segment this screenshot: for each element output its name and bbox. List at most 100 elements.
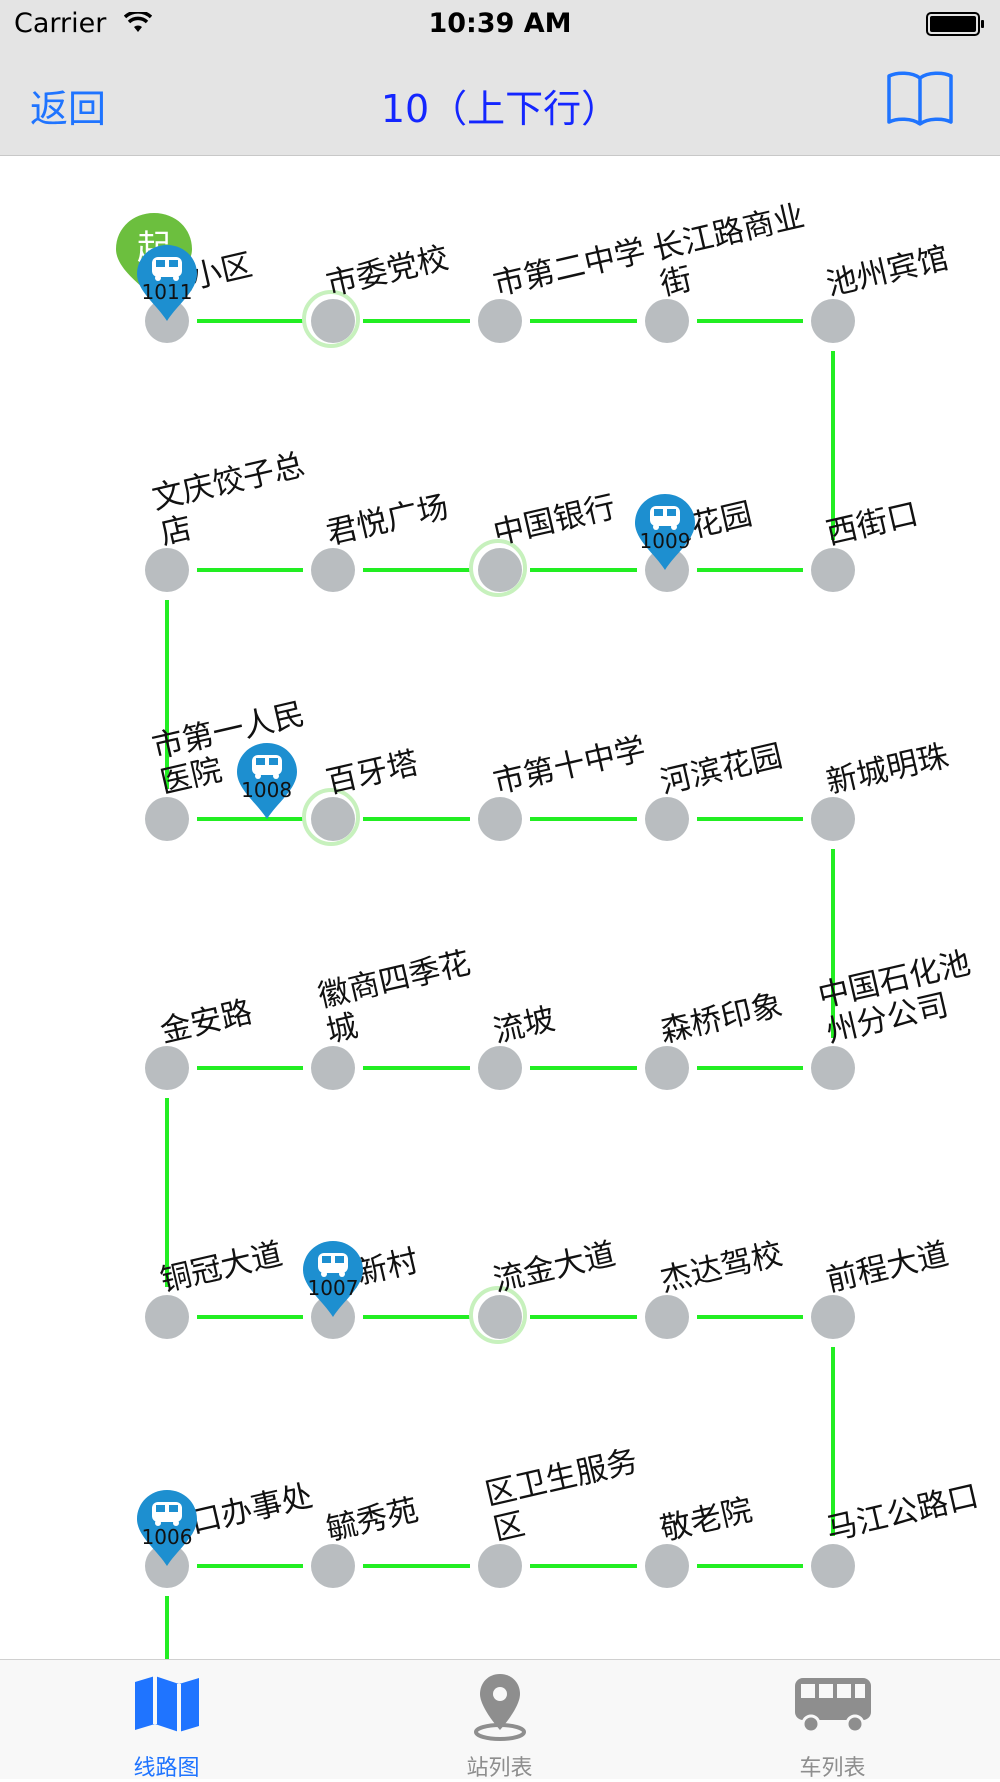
route-segment [165,1098,169,1287]
bus-number: 1006 [141,1525,193,1549]
station-label: 西街口 [822,496,922,552]
battery-icon [926,12,984,36]
bus-number: 1008 [241,778,293,802]
bus-pin-icon [303,1241,363,1317]
route-segment [197,817,303,821]
station-marker[interactable] [145,548,189,592]
station-label: 敬老院 [656,1492,756,1548]
bus-number: 1007 [307,1276,359,1300]
back-button[interactable]: 返回 [30,78,106,133]
station-label: 杰达驾校 [656,1236,786,1299]
tab-bus-list[interactable]: 车列表 [666,1660,999,1781]
station-marker[interactable] [645,1046,689,1090]
station-marker[interactable] [645,1295,689,1339]
route-segment [363,1315,470,1319]
station-marker[interactable] [311,1544,355,1588]
route-segment [197,568,303,572]
route-segment [530,1066,637,1070]
route-segment [697,319,803,323]
station-marker[interactable] [811,299,855,343]
station-label: 铜冠大道 [156,1236,286,1299]
bus-marker[interactable]: 1006 [135,1488,199,1568]
station-marker[interactable] [145,1046,189,1090]
station-marker[interactable] [645,1544,689,1588]
route-segment [363,1564,470,1568]
bus-number: 1009 [639,529,691,553]
station-marker[interactable] [302,788,360,846]
station-marker[interactable] [478,797,522,841]
station-marker[interactable] [811,548,855,592]
station-marker[interactable] [311,548,355,592]
route-segment [530,1564,637,1568]
route-segment [697,1564,803,1568]
station-marker[interactable] [478,1046,522,1090]
station-label: 百牙塔 [322,745,422,801]
tab-label: 线路图 [133,1756,200,1781]
station-marker[interactable] [311,1046,355,1090]
station-label: 新城明珠 [822,738,952,801]
station-label: 森桥印象 [656,987,786,1050]
tab-station-list[interactable]: 站列表 [333,1660,666,1781]
station-label: 中国银行 [489,489,619,552]
route-segment [831,1347,835,1536]
station-label: 流坡 [489,1000,559,1050]
station-marker[interactable] [145,797,189,841]
status-carrier: Carrier [14,8,107,39]
station-label: 中国石化池州分公司 [814,944,974,1050]
status-time: 10:39 AM [428,8,572,39]
station-label: 市第十中学 [489,731,650,801]
station-marker[interactable] [645,299,689,343]
route-segment [530,319,637,323]
route-segment [697,1315,803,1319]
route-segment [197,319,303,323]
route-segment [697,1066,803,1070]
route-segment [831,849,835,1038]
station-marker[interactable] [811,1544,855,1588]
station-label: 区卫生服务区 [481,1442,641,1548]
station-marker[interactable] [478,299,522,343]
station-marker[interactable] [811,797,855,841]
station-label: 前程大道 [822,1236,952,1299]
station-marker[interactable] [478,1544,522,1588]
station-marker[interactable] [811,1046,855,1090]
route-segment [831,351,835,540]
bus-marker[interactable]: 1009 [633,492,697,572]
station-label: 市第二中学 [489,233,650,303]
station-label: 文庆饺子总店 [148,446,308,552]
bus-marker[interactable]: 1011 [135,243,199,323]
route-segment [530,1315,637,1319]
route-segment [197,1564,303,1568]
route-segment [363,817,470,821]
page-title: 10（上下行） [380,87,620,131]
station-marker[interactable] [469,539,527,597]
station-label: 长江路商业街 [648,197,808,303]
bus-icon [794,1678,871,1734]
tab-label: 车列表 [799,1756,866,1781]
bus-marker[interactable]: 1007 [301,1239,365,1319]
station-label: 马江公路口 [822,1478,983,1548]
location-pin-icon [473,1674,526,1741]
wifi-icon [124,12,152,32]
station-label: 徽商四季花城 [314,944,474,1050]
route-segment [197,1315,303,1319]
bus-marker[interactable]: 1008 [235,741,299,821]
station-label: 毓秀苑 [322,1492,422,1548]
route-segment [363,319,470,323]
route-segment [197,1066,303,1070]
tab-route-map[interactable]: 线路图 [0,1660,333,1781]
route-segment [530,817,637,821]
route-segment [165,600,169,789]
book-icon[interactable] [885,68,955,128]
station-marker[interactable] [645,797,689,841]
station-marker[interactable] [469,1286,527,1344]
route-segment [165,1596,169,1659]
bus-pin-icon [137,245,197,321]
map-icon [134,1676,199,1732]
station-label: 市委党校 [322,240,452,303]
station-marker[interactable] [302,290,360,348]
station-marker[interactable] [811,1295,855,1339]
station-label: 金安路 [156,994,256,1050]
bus-number: 1011 [141,280,193,304]
tab-bar: 线路图 站列表 车列表 [0,1659,1000,1781]
station-marker[interactable] [145,1295,189,1339]
